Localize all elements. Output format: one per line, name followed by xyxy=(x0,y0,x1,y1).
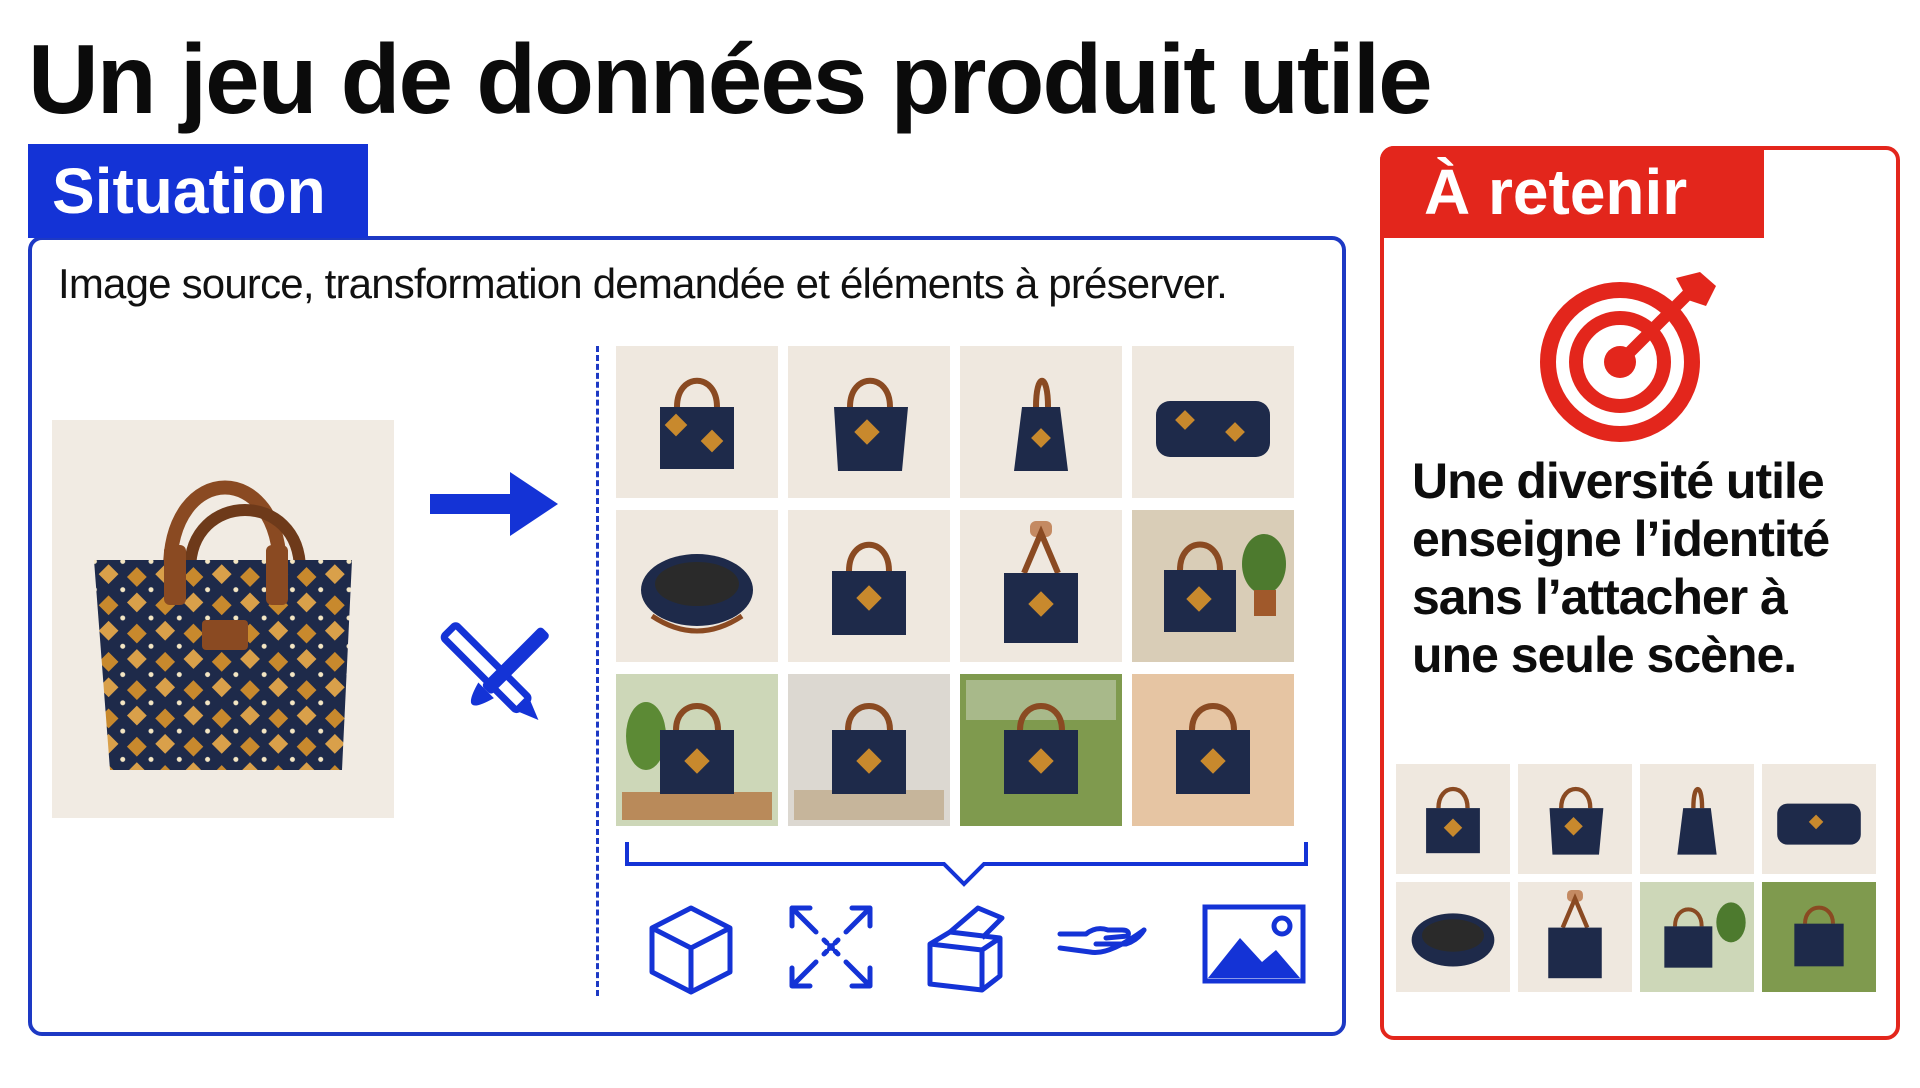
retenir-text: Une diversité utile enseigne l’identité … xyxy=(1412,453,1830,683)
source-product-image xyxy=(52,420,394,818)
image-landscape-icon xyxy=(1202,904,1306,989)
arrow-right-icon xyxy=(430,468,562,545)
thumbnail-bag-on-grass xyxy=(1762,882,1876,992)
variation-image-bag-side xyxy=(960,346,1122,498)
expand-arrows-icon xyxy=(788,904,874,995)
retenir-tab: À retenir xyxy=(1380,146,1764,238)
variation-grid xyxy=(616,346,1294,826)
situation-tab-label: Situation xyxy=(52,155,326,227)
variation-image-bag-on-grass xyxy=(960,674,1122,826)
situation-panel xyxy=(28,236,1346,1036)
page-title: Un jeu de données produit utile xyxy=(28,24,1433,134)
thumbnail-bag-bottom xyxy=(1762,764,1876,874)
variation-image-bag-outdoor-plants xyxy=(1132,510,1294,662)
thumbnail-bag-outdoor-plants xyxy=(1640,882,1754,992)
thumbnail-bag-held-by-hand xyxy=(1518,882,1632,992)
hand-icon xyxy=(1056,904,1148,969)
pencil-brush-icon xyxy=(428,614,564,749)
variation-image-bag-front xyxy=(616,346,778,498)
variation-image-bag-on-table-plants xyxy=(616,674,778,826)
thumbnail-bag-front xyxy=(1396,764,1510,874)
retenir-thumbnails xyxy=(1396,764,1876,992)
cube-icon xyxy=(646,904,736,1001)
thumbnail-bag-three-quarter xyxy=(1518,764,1632,874)
variation-image-bag-open-interior xyxy=(616,510,778,662)
variation-image-bag-gray-wall xyxy=(788,674,950,826)
thumbnail-bag-side xyxy=(1640,764,1754,874)
grouping-bracket xyxy=(624,842,1310,895)
thumbnail-bag-open-interior xyxy=(1396,882,1510,992)
variation-image-bag-three-quarter xyxy=(788,346,950,498)
variation-image-bag-front-alt xyxy=(788,510,950,662)
variation-image-bag-warm-light xyxy=(1132,674,1294,826)
situation-description: Image source, transformation demandée et… xyxy=(58,260,1228,307)
retenir-tab-label: À retenir xyxy=(1424,156,1688,228)
target-arrow-icon xyxy=(1540,264,1720,449)
variation-image-bag-bottom xyxy=(1132,346,1294,498)
variation-image-bag-held-by-hand xyxy=(960,510,1122,662)
open-box-icon xyxy=(922,904,1008,999)
situation-tab: Situation xyxy=(28,144,368,238)
dashed-divider xyxy=(596,346,599,996)
